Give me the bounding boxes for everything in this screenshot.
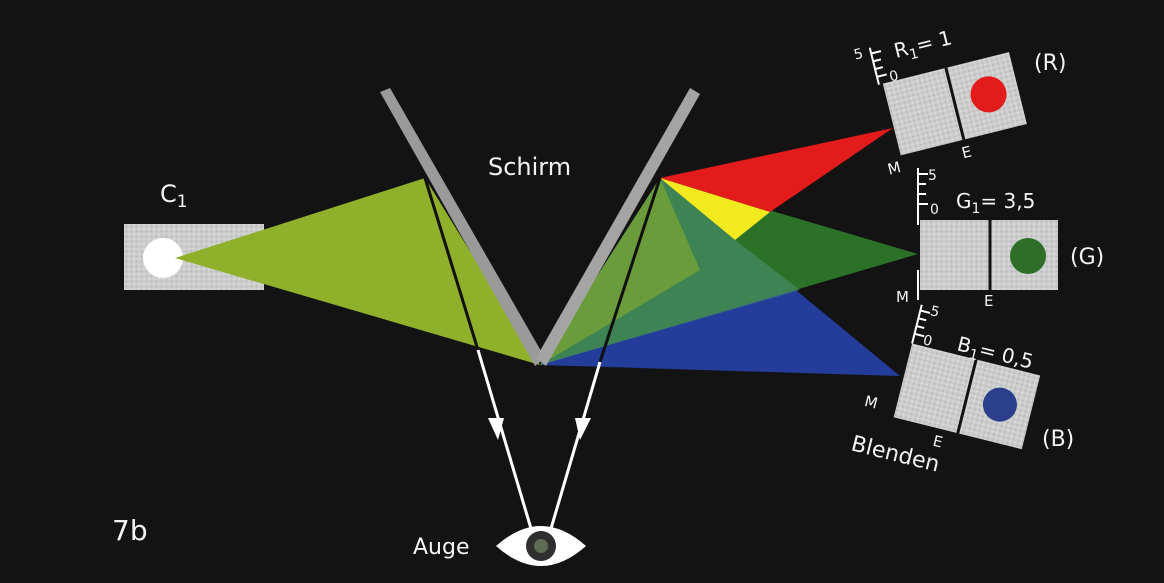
lamp-blue: 5 0 M E	[863, 303, 1041, 452]
lamp-green-scale-top: 5	[928, 168, 937, 184]
lamp-green-value: G1= 3,5	[956, 189, 1035, 217]
lamp-red-value: R1= 1	[891, 25, 955, 66]
screen-left-panel	[380, 88, 545, 366]
lamp-green: 5 0 G1= 3,5 M E (G)	[896, 168, 1104, 310]
lamp-blue-label: (B)	[1042, 427, 1074, 452]
lamp-red-label: (R)	[1034, 51, 1066, 76]
arrow-right	[575, 418, 591, 440]
lamp-red-scale-bottom: 0	[888, 68, 901, 86]
lamp-green-filter	[1010, 238, 1046, 274]
screen-right-panel	[536, 88, 700, 366]
lamp-blue-m: M	[863, 392, 880, 413]
green-beam-to-left-screen	[175, 178, 540, 365]
source-lamp	[143, 238, 183, 278]
lamp-blue-e: E	[931, 432, 945, 452]
lamp-green-label: (G)	[1070, 245, 1104, 270]
source-label: C1	[160, 180, 188, 212]
eye-label: Auge	[413, 535, 470, 560]
sight-lines	[423, 177, 662, 533]
arrow-left	[488, 418, 504, 440]
lamp-blue-scale-bottom: 0	[921, 332, 934, 350]
lamp-red-scale-top: 5	[852, 46, 865, 64]
figure-label: 7b	[112, 514, 148, 547]
beams	[175, 128, 918, 376]
lamp-red-e: E	[960, 142, 974, 162]
lamp-blue-filter	[982, 387, 1017, 422]
screen-label: Schirm	[488, 153, 571, 181]
red-beam	[660, 128, 893, 212]
lamp-red-m: M	[886, 158, 903, 179]
apertures-label: Blenden	[849, 432, 943, 478]
red-green-overlap-yellow	[660, 178, 770, 240]
screen-schirm: Schirm	[380, 88, 700, 366]
lamp-blue-scale-top: 5	[929, 303, 942, 321]
lamp-red: 5 0 M E	[852, 46, 1027, 179]
eye-auge: Auge	[413, 526, 586, 566]
lamp-red-filter	[970, 76, 1007, 113]
lamp-green-scale-bottom: 0	[930, 202, 939, 218]
left-half-field-on-right-screen	[540, 178, 700, 365]
lamp-green-e: E	[984, 292, 993, 310]
lamp-green-m: M	[896, 288, 909, 306]
